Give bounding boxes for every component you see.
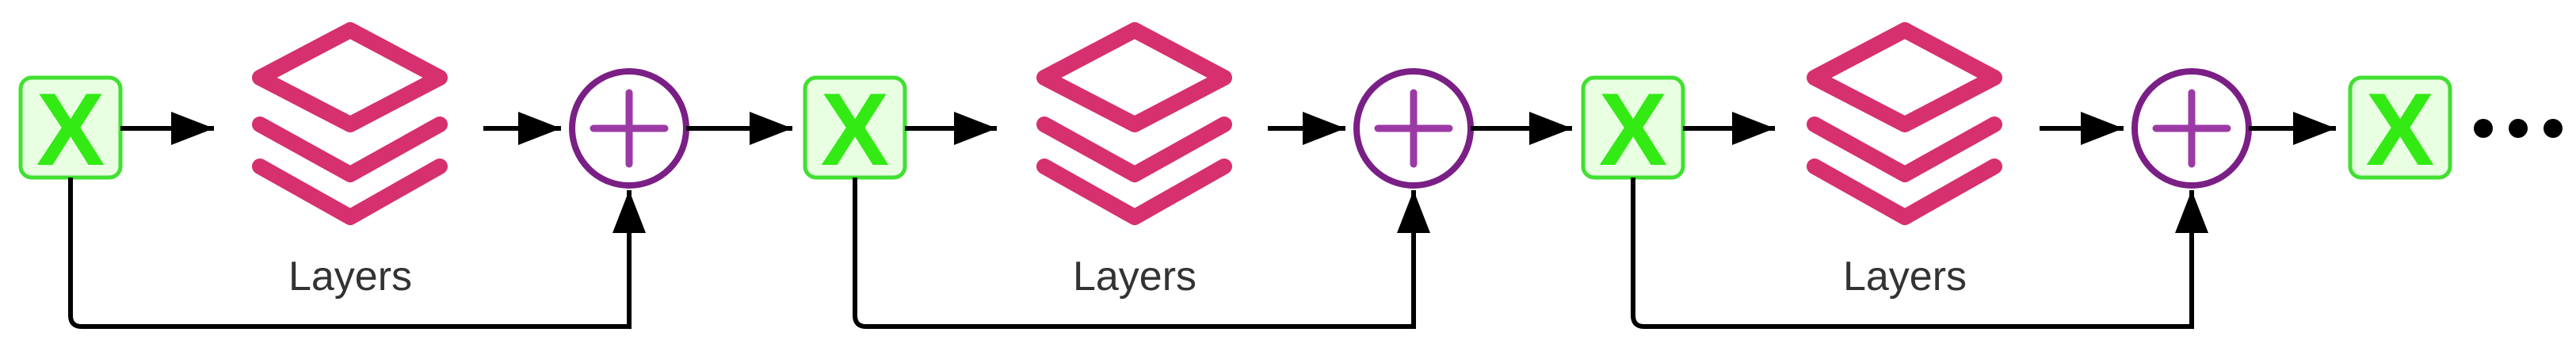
x-node-1[interactable]: X (18, 71, 123, 187)
residual-block-3: X Layers (1581, 22, 2336, 329)
skip-connection-arrow (68, 178, 646, 329)
circle-plus-icon (569, 68, 689, 189)
x-node-3[interactable]: X (1581, 71, 1685, 187)
x-node-label: X (1599, 71, 1668, 187)
skip-connection-arrow (1631, 178, 2208, 329)
layers-label: Layers (1073, 254, 1196, 300)
x-node-label: X (821, 71, 890, 187)
layers-label: Layers (1843, 254, 1967, 300)
stacked-layers-icon (252, 22, 448, 225)
skip-connection-arrow (853, 178, 1430, 329)
circle-plus-icon (2131, 68, 2252, 189)
x-node-2[interactable]: X (803, 71, 907, 187)
residual-block-2: X Layers (803, 22, 1572, 329)
x-node-output[interactable]: X (2348, 71, 2452, 187)
x-node-label: X (2366, 71, 2435, 187)
stacked-layers-icon (1807, 22, 2002, 225)
ellipsis-icon (2474, 119, 2563, 138)
circle-plus-icon (1353, 68, 1474, 189)
x-node-label: X (36, 71, 105, 187)
stacked-layers-icon (1036, 22, 1232, 225)
residual-block-1: X Layers (18, 22, 792, 329)
layers-label: Layers (288, 254, 412, 300)
